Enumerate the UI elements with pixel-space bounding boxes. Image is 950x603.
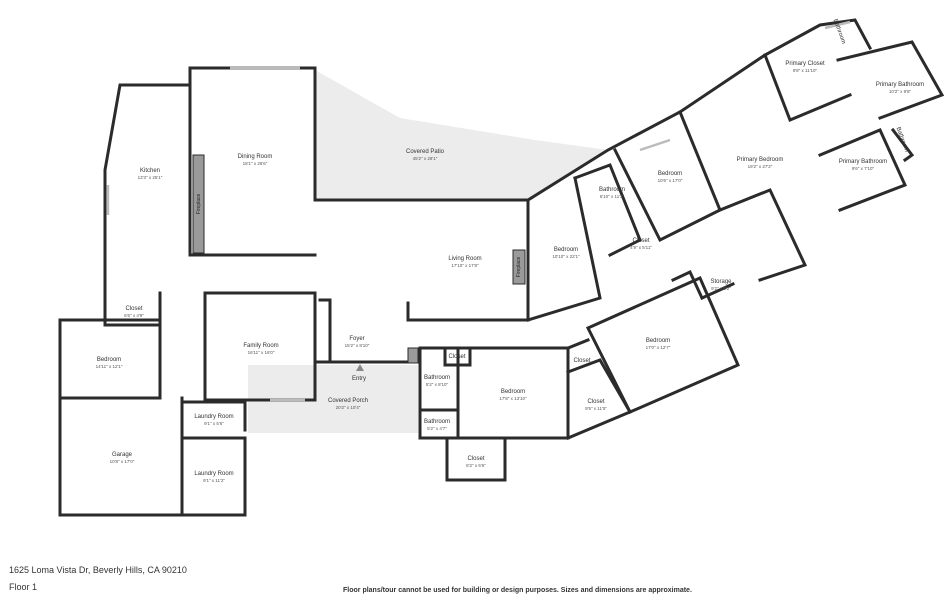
svg-text:13'3" x 25'1": 13'3" x 25'1" <box>138 175 163 180</box>
svg-text:9'8" x 11'10": 9'8" x 11'10" <box>793 68 818 73</box>
svg-text:4'9" x 5'11": 4'9" x 5'11" <box>630 245 652 250</box>
svg-text:10'6" x 17'0": 10'6" x 17'0" <box>658 178 683 183</box>
svg-text:Primary Closet: Primary Closet <box>785 61 825 67</box>
living-fireplace <box>512 249 526 285</box>
covered-patio-area <box>315 70 608 200</box>
svg-text:9'1" x 11'2": 9'1" x 11'2" <box>203 478 225 483</box>
floor-plan: Kitchen 13'3" x 25'1" Dining Room 18'1" … <box>58 18 945 517</box>
svg-text:Bathroom: Bathroom <box>424 375 450 381</box>
svg-text:Living Room: Living Room <box>448 256 481 262</box>
svg-text:Bedroom: Bedroom <box>658 171 682 177</box>
svg-text:Bedroom: Bedroom <box>646 338 670 344</box>
svg-text:Primary Bathroom: Primary Bathroom <box>839 159 887 165</box>
svg-text:9'5" x 11'5": 9'5" x 11'5" <box>585 406 607 411</box>
svg-text:Bathroom: Bathroom <box>895 126 910 152</box>
svg-text:14'11" x 12'1": 14'11" x 12'1" <box>96 364 123 369</box>
svg-text:Garage: Garage <box>112 452 133 458</box>
svg-text:Closet: Closet <box>573 358 590 364</box>
svg-text:9'1" x 5'6": 9'1" x 5'6" <box>204 421 224 426</box>
east-wing-walls <box>525 18 945 440</box>
svg-text:15'2" x 8'10": 15'2" x 8'10" <box>345 343 370 348</box>
svg-text:Covered Patio: Covered Patio <box>406 149 445 155</box>
svg-text:5'2" x 4'7": 5'2" x 4'7" <box>427 426 447 431</box>
svg-text:17'10" x 17'8": 17'10" x 17'8" <box>451 263 479 268</box>
svg-text:Storage: Storage <box>710 279 732 285</box>
svg-text:Bathroom: Bathroom <box>599 187 625 193</box>
svg-text:18'1" x 26'6": 18'1" x 26'6" <box>243 161 268 166</box>
west-block-walls <box>58 66 530 517</box>
svg-text:6'10" x 11'3": 6'10" x 11'3" <box>600 194 625 199</box>
svg-text:Family Room: Family Room <box>243 343 278 349</box>
svg-text:Fireplace: Fireplace <box>196 194 202 215</box>
disclaimer: Floor plans/tour cannot be used for buil… <box>343 587 692 594</box>
entry-arrow-icon <box>356 364 364 371</box>
svg-text:Bedroom: Bedroom <box>554 247 578 253</box>
svg-text:Primary Bedroom: Primary Bedroom <box>737 157 784 163</box>
svg-text:16'11" x 16'0": 16'11" x 16'0" <box>248 350 275 355</box>
svg-text:8'2" x 6'6": 8'2" x 6'6" <box>466 463 486 468</box>
svg-text:Laundry Room: Laundry Room <box>194 471 233 477</box>
foyer-column <box>407 347 419 364</box>
south-block-walls <box>418 346 570 482</box>
svg-text:20'2" x 10'4": 20'2" x 10'4" <box>336 405 361 410</box>
svg-text:10'10" x 22'1": 10'10" x 22'1" <box>552 254 580 259</box>
svg-text:Closet: Closet <box>448 354 465 360</box>
svg-text:45'2" x 28'1": 45'2" x 28'1" <box>413 156 438 161</box>
dining-fireplace <box>192 154 205 254</box>
svg-text:9'6" x 7'10": 9'6" x 7'10" <box>852 166 875 171</box>
svg-text:Entry: Entry <box>352 376 366 382</box>
svg-text:Fireplace: Fireplace <box>516 257 522 278</box>
svg-text:Closet: Closet <box>632 238 649 244</box>
svg-text:10'2" x 9'8": 10'2" x 9'8" <box>889 89 912 94</box>
svg-text:6'6" x 4'9": 6'6" x 4'9" <box>124 313 144 318</box>
svg-text:Closet: Closet <box>467 456 484 462</box>
svg-text:Closet: Closet <box>587 399 604 405</box>
svg-text:17'0" x 12'7": 17'0" x 12'7" <box>646 345 671 350</box>
svg-text:Kitchen: Kitchen <box>140 168 160 174</box>
svg-text:9'2" x 8'2": 9'2" x 8'2" <box>711 286 731 291</box>
svg-text:Dining Room: Dining Room <box>238 154 273 160</box>
svg-text:10'8" x 17'0": 10'8" x 17'0" <box>110 459 135 464</box>
svg-text:19'2" x 27'2": 19'2" x 27'2" <box>748 164 773 169</box>
svg-text:5'2" x 8'10": 5'2" x 8'10" <box>426 382 449 387</box>
svg-text:Closet: Closet <box>125 306 142 312</box>
svg-text:17'8" x 13'10": 17'8" x 13'10" <box>499 396 527 401</box>
property-address: 1625 Loma Vista Dr, Beverly Hills, CA 90… <box>9 565 187 575</box>
svg-text:Laundry Room: Laundry Room <box>194 414 233 420</box>
svg-text:Bedroom: Bedroom <box>501 389 525 395</box>
covered-porch-area <box>248 365 418 433</box>
svg-text:Covered Porch: Covered Porch <box>328 398 368 404</box>
svg-text:Bedroom: Bedroom <box>97 357 121 363</box>
floor-label: Floor 1 <box>9 582 38 592</box>
svg-text:Foyer: Foyer <box>349 336 364 342</box>
svg-text:Primary Bathroom: Primary Bathroom <box>876 82 924 88</box>
svg-text:Bathroom: Bathroom <box>424 419 450 425</box>
